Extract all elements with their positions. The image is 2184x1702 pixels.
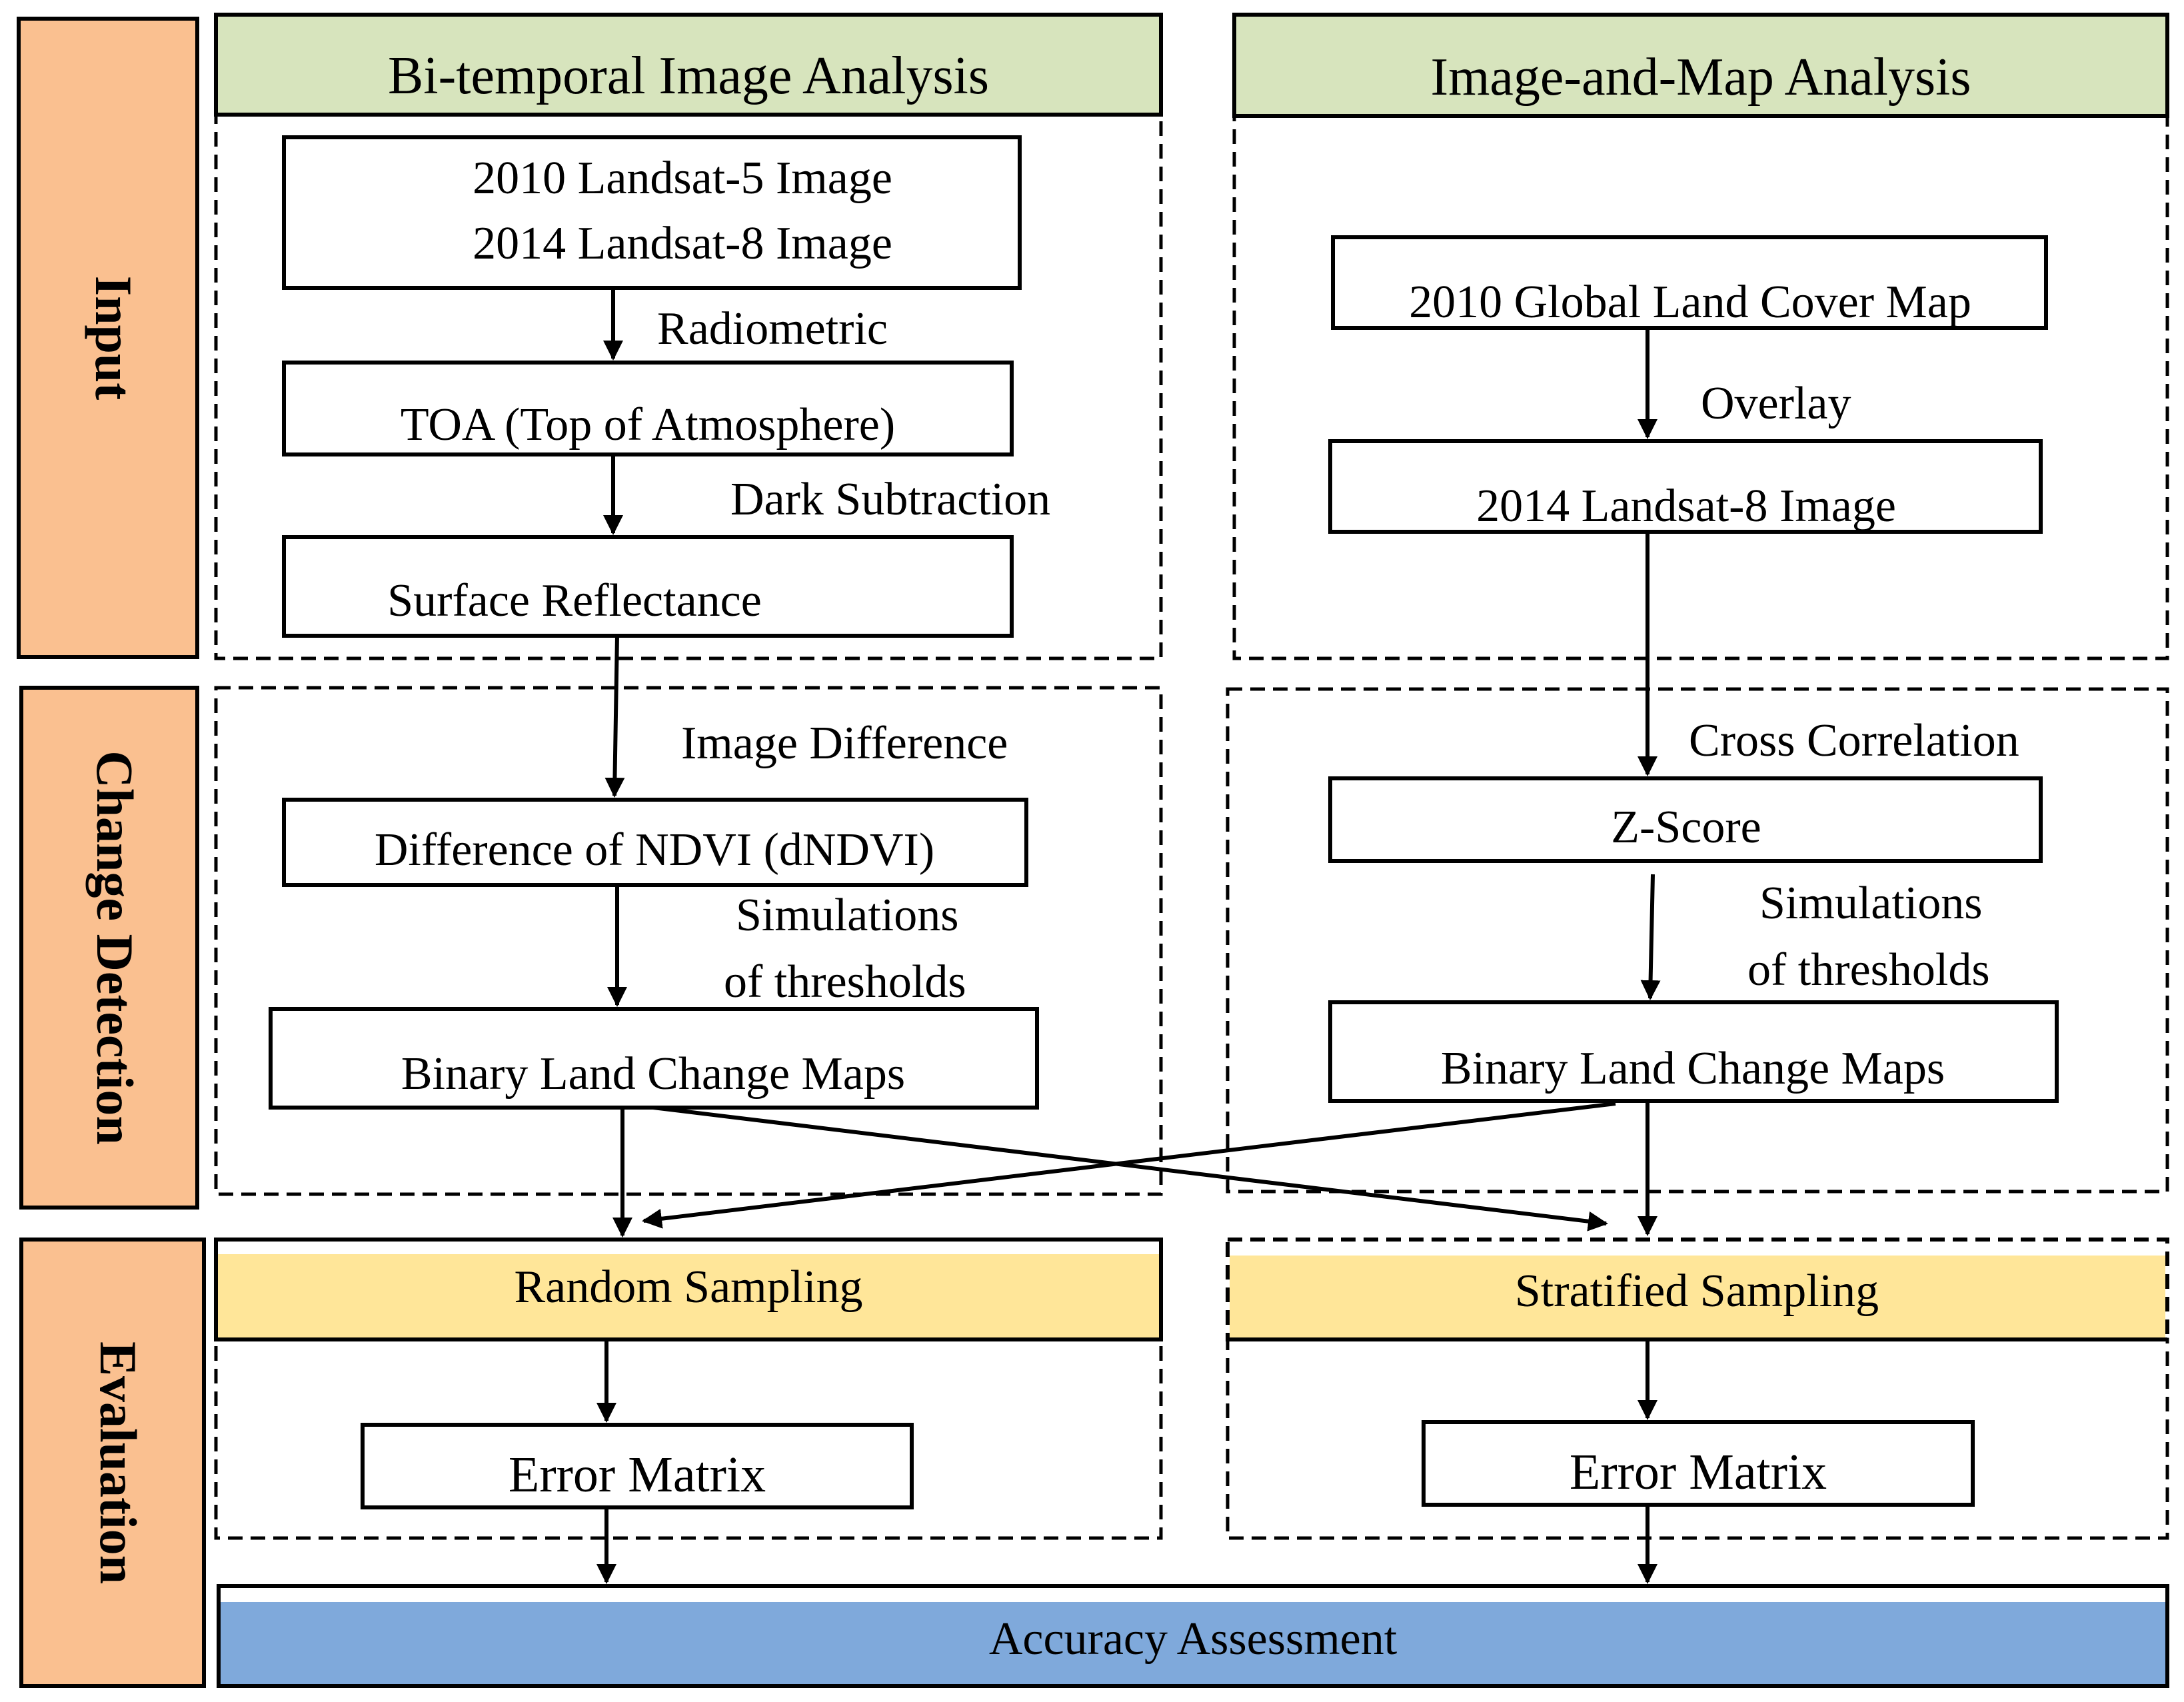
random-sampling-node: Random Sampling: [214, 1238, 1163, 1341]
left-eval-group: [214, 1337, 1163, 1540]
accuracy-assessment-label: Accuracy Assessment: [989, 1613, 1398, 1665]
stage-change-detection-panel: [19, 686, 199, 1210]
header-right: Image-and-Map Analysis: [1232, 13, 2169, 118]
left-binary-maps-box: [269, 1007, 1039, 1110]
connectors: [596, 288, 1661, 1584]
step-image-difference: Image Difference: [681, 718, 1008, 769]
right-change-group: [1226, 687, 2169, 1194]
random-sampling-header: [218, 1254, 1159, 1338]
dndvi-node: Difference of NDVI (dNDVI): [282, 798, 1028, 887]
landsat-images-line2: 2014 Landsat-8 Image: [473, 218, 892, 269]
arrow-zscore-to-right-binary: [1640, 874, 1661, 1000]
left-binary-maps-node: Binary Land Change Maps: [269, 1007, 1039, 1110]
landsat-images-line1: 2010 Landsat-5 Image: [473, 153, 892, 204]
step-cross-correlation: Cross Correlation: [1689, 715, 2019, 766]
right-binary-maps-box: [1328, 1000, 2059, 1103]
stage-change-detection-label: Change Detection: [86, 750, 144, 1144]
left-step-simulations-line2: of thresholds: [724, 956, 966, 1008]
surface-reflectance-box: [282, 535, 1014, 638]
stage-input: Input: [17, 17, 199, 659]
zscore-box: [1328, 776, 2043, 863]
surface-reflectance-node: Surface Reflectance: [282, 535, 1014, 638]
right-binary-maps-label: Binary Land Change Maps: [1441, 1043, 1945, 1094]
zscore-node: Z-Score: [1328, 776, 2043, 863]
right-eval-group: [1226, 1337, 2169, 1540]
error-matrix-left-box: [361, 1423, 914, 1509]
left-step-simulations-line1: Simulations: [736, 890, 958, 941]
right-landsat-label: 2014 Landsat-8 Image: [1476, 480, 1896, 532]
error-matrix-right-node: Error Matrix: [1422, 1420, 1975, 1507]
arrow-surface-to-dndvi: [604, 635, 625, 798]
stratified-sampling-label: Stratified Sampling: [1515, 1266, 1879, 1317]
header-left: Bi-temporal Image Analysis: [214, 13, 1163, 117]
landsat-images-node: 2010 Landsat-5 Image 2014 Landsat-8 Imag…: [282, 135, 1022, 290]
global-land-cover-label: 2010 Global Land Cover Map: [1409, 277, 1971, 328]
stratified-sampling-header: [1230, 1256, 2165, 1338]
dndvi-box: [282, 798, 1028, 887]
left-input-group: [214, 113, 1163, 660]
global-land-cover-box: [1331, 235, 2048, 330]
toa-label: TOA (Top of Atmosphere): [401, 399, 895, 450]
arrow-right-binary-to-random: [642, 1102, 1616, 1229]
stage-evaluation-label: Evaluation: [89, 1341, 147, 1584]
stage-change-detection: Change Detection: [19, 686, 199, 1210]
error-matrix-left-node: Error Matrix: [361, 1423, 914, 1509]
landsat-images-box: [282, 135, 1022, 290]
random-sampling-label: Random Sampling: [514, 1262, 862, 1313]
stratified-sampling-node: Stratified Sampling: [1226, 1238, 2169, 1341]
right-step-simulations-line2: of thresholds: [1747, 944, 1990, 996]
zscore-label: Z-Score: [1611, 802, 1761, 853]
stage-evaluation-panel: [19, 1238, 206, 1688]
toa-node: TOA (Top of Atmosphere): [282, 361, 1014, 456]
error-matrix-right-box: [1422, 1420, 1975, 1507]
step-overlay: Overlay: [1701, 378, 1851, 429]
header-left-box: [214, 13, 1163, 117]
accuracy-assessment-fill: [221, 1602, 2165, 1684]
surface-reflectance-label: Surface Reflectance: [387, 575, 762, 626]
left-binary-maps-label: Binary Land Change Maps: [401, 1048, 905, 1100]
header-right-title: Image-and-Map Analysis: [1431, 48, 1971, 107]
toa-box: [282, 361, 1014, 456]
step-radiometric: Radiometric: [657, 303, 888, 355]
stage-input-label: Input: [85, 276, 143, 400]
arrow-left-binary-to-stratified: [652, 1106, 1608, 1232]
right-binary-maps-node: Binary Land Change Maps: [1328, 1000, 2059, 1103]
error-matrix-right-label: Error Matrix: [1570, 1444, 1827, 1500]
right-input-group: [1232, 114, 2169, 660]
global-land-cover-node: 2010 Global Land Cover Map: [1331, 235, 2048, 330]
stage-input-panel: [17, 17, 199, 659]
right-step-simulations-line1: Simulations: [1759, 878, 1982, 929]
stage-evaluation: Evaluation: [19, 1238, 206, 1688]
dndvi-label: Difference of NDVI (dNDVI): [375, 824, 934, 876]
step-dark-subtraction: Dark Subtraction: [730, 474, 1050, 525]
accuracy-assessment-node: Accuracy Assessment: [217, 1584, 2169, 1688]
right-landsat-node: 2014 Landsat-8 Image: [1328, 439, 2043, 534]
error-matrix-left-label: Error Matrix: [509, 1447, 766, 1503]
right-landsat-box: [1328, 439, 2043, 534]
header-left-title: Bi-temporal Image Analysis: [388, 47, 989, 105]
